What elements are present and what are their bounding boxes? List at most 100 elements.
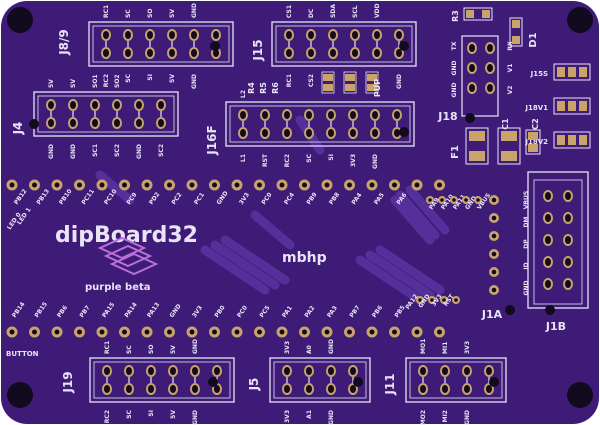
- polarity-dot: [29, 119, 39, 129]
- drill-hole: [122, 329, 127, 335]
- drill-slot: [192, 367, 198, 375]
- pin-label: 5V: [48, 79, 55, 88]
- pin-label: RST: [262, 153, 269, 167]
- drill-hole: [167, 329, 172, 335]
- drill-slot: [284, 385, 290, 393]
- smd-outline: [321, 71, 335, 94]
- drill-slot: [565, 236, 571, 244]
- connector-outline: [33, 91, 179, 137]
- drill-slot: [262, 111, 268, 119]
- drill-slot: [92, 101, 98, 109]
- dipboard-logo: [97, 236, 159, 276]
- designator-j15: J15: [251, 39, 265, 61]
- pin-label: SC2: [158, 144, 165, 157]
- smd-pad: [345, 74, 355, 81]
- polarity-dot: [505, 305, 515, 315]
- polarity-dot: [399, 41, 409, 51]
- drill-slot: [169, 49, 175, 57]
- logo-layer: [109, 252, 159, 276]
- drill-hole: [369, 329, 375, 335]
- copper-trace: [365, 250, 435, 300]
- drill-slot: [191, 49, 197, 57]
- drill-slot: [213, 31, 219, 39]
- pin-label: RC1: [103, 5, 110, 18]
- pin-label: GND: [191, 3, 198, 18]
- designator-c2: C2: [531, 118, 540, 129]
- silk-label: VBUS: [523, 191, 530, 209]
- pin-label: MO1: [420, 339, 427, 354]
- drill-hole: [54, 329, 60, 335]
- pin-label: CS2: [308, 74, 315, 87]
- drill-slot: [545, 258, 551, 266]
- drill-slot: [240, 111, 246, 119]
- drill-slot: [486, 385, 492, 393]
- designator-d1: D1: [528, 32, 539, 47]
- drill-hole: [491, 287, 497, 293]
- pin-label: MO2: [420, 410, 427, 425]
- drill-slot: [262, 129, 268, 137]
- drill-hole: [212, 182, 217, 188]
- drill-slot: [191, 31, 197, 39]
- drill-slot: [148, 367, 154, 375]
- smd-outline: [463, 7, 493, 21]
- pin-label: SI: [147, 74, 154, 81]
- drill-slot: [330, 49, 336, 57]
- drill-hole: [324, 182, 330, 188]
- pin-label: SC: [306, 153, 313, 162]
- pin-label: SO: [148, 345, 155, 354]
- drill-hole: [77, 329, 82, 335]
- pin-label: RC1: [286, 74, 293, 87]
- jumper-pad: [557, 101, 565, 111]
- pin-label: SO1: [92, 74, 99, 88]
- drill-slot: [442, 385, 448, 393]
- drill-hole: [476, 198, 480, 202]
- logo-layer: [103, 244, 153, 268]
- pin-label: SV: [70, 79, 77, 88]
- pin-label: SV: [169, 74, 176, 83]
- smd-pad: [528, 144, 538, 152]
- drill-slot: [103, 49, 109, 57]
- drill-slot: [125, 49, 131, 57]
- drill-slot: [136, 101, 142, 109]
- pin-label: GND: [396, 74, 403, 89]
- designator-j15s: J15S: [530, 70, 548, 78]
- usb-body: [533, 179, 583, 305]
- drill-hole: [464, 198, 468, 202]
- drill-slot: [170, 385, 176, 393]
- drill-slot: [158, 101, 164, 109]
- drill-hole: [418, 298, 422, 302]
- copper-trace: [210, 240, 280, 290]
- drill-slot: [104, 385, 110, 393]
- drill-slot: [464, 367, 470, 375]
- drill-hole: [491, 215, 497, 221]
- connector-body: [273, 361, 367, 399]
- drill-hole: [440, 198, 444, 202]
- jumper-pad: [557, 135, 565, 145]
- pin-label: MI2: [442, 410, 449, 422]
- drill-hole: [347, 182, 352, 188]
- drill-slot: [330, 31, 336, 39]
- drill-hole: [414, 182, 420, 188]
- pin-label: SV: [169, 9, 176, 18]
- connector-body: [409, 361, 503, 399]
- drill-slot: [350, 367, 356, 375]
- pin-label: RC2: [103, 74, 110, 87]
- drill-slot: [328, 129, 334, 137]
- connector-body: [37, 95, 175, 133]
- drill-slot: [328, 385, 334, 393]
- drill-hole: [392, 182, 397, 188]
- connector-outline: [271, 21, 417, 67]
- designator-j19: J19: [61, 371, 75, 393]
- pin-label: A1: [306, 410, 313, 419]
- drill-hole: [279, 182, 285, 188]
- drill-hole: [77, 182, 82, 188]
- drill-hole: [491, 233, 497, 239]
- drill-slot: [48, 101, 54, 109]
- copper-trace: [220, 235, 290, 285]
- drill-slot: [394, 111, 400, 119]
- drill-slot: [214, 385, 220, 393]
- designator-j18v2: J18V2: [524, 138, 548, 146]
- board-title: dipBoard32: [55, 223, 198, 248]
- connector-body: [275, 25, 413, 63]
- drill-slot: [308, 31, 314, 39]
